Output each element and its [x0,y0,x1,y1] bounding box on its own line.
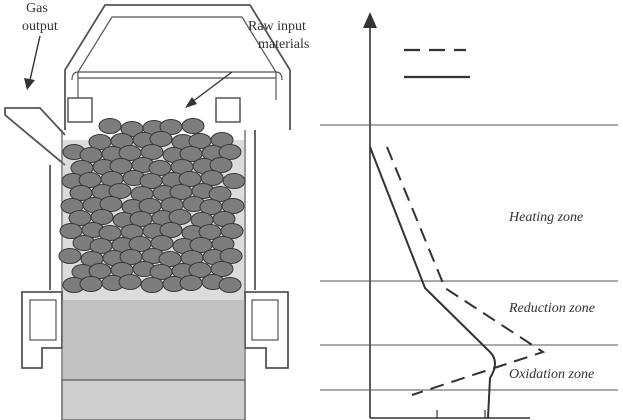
hopper-outline [64,4,291,130]
gas-output-label-line1: Gas [26,1,48,16]
pellet [98,118,122,134]
pellet [179,275,203,291]
pellet [208,186,232,202]
raw-input-label-line2: materials [258,37,309,52]
right-tuyere-inner [251,299,279,341]
pellet [150,235,174,251]
ash-layer [61,379,246,420]
pellet [118,274,142,290]
pellet [140,277,164,293]
gas-output-arrow [29,35,41,81]
pellet [168,209,192,225]
zone-label-reduction: Reduction zone [508,301,595,316]
pellet [209,157,233,173]
zone-label-oxidation: Oxidation zone [509,367,594,382]
profile-graph: Heating zone Reduction zone Oxidation zo… [320,12,618,419]
left-roller-box [67,97,93,123]
dashed-profile-curve [386,146,546,396]
raw-input-label-line1: Raw input [248,19,306,34]
gas-output-arrowhead [24,78,35,90]
left-tuyere-jacket [21,291,63,369]
pellet [221,198,245,214]
pellet-bed [58,118,246,293]
oxidation-chamber [62,300,245,380]
y-axis-arrowhead [363,12,377,28]
right-roller-box [215,97,241,123]
pellet [222,173,246,189]
raw-input-arrow [191,71,233,103]
pellet [181,118,205,134]
raw-input-arrowhead [185,97,197,108]
solid-profile-curve [369,146,496,419]
pellet [159,222,183,238]
furnace: Gas output Raw input materials [4,1,309,420]
feed-rail-right-hook [275,71,283,81]
pellet [218,144,242,160]
feed-rail-left-hook [71,71,79,81]
pellet [218,277,242,293]
zone-label-heating: Heating zone [508,210,583,225]
pellet [79,276,103,292]
pellet [149,131,173,147]
gas-output-duct [4,107,66,166]
gas-output-label-line2: output [22,19,58,34]
pellet [90,209,114,225]
pellet [210,261,234,277]
hopper-inner-outline [77,16,277,100]
pellet [220,223,244,239]
pellet [58,248,82,264]
pellet [200,170,224,186]
left-tuyere-inner [29,299,57,341]
pellet [140,144,164,160]
pellet [99,196,123,212]
pellet [108,183,132,199]
pellet [219,248,243,264]
